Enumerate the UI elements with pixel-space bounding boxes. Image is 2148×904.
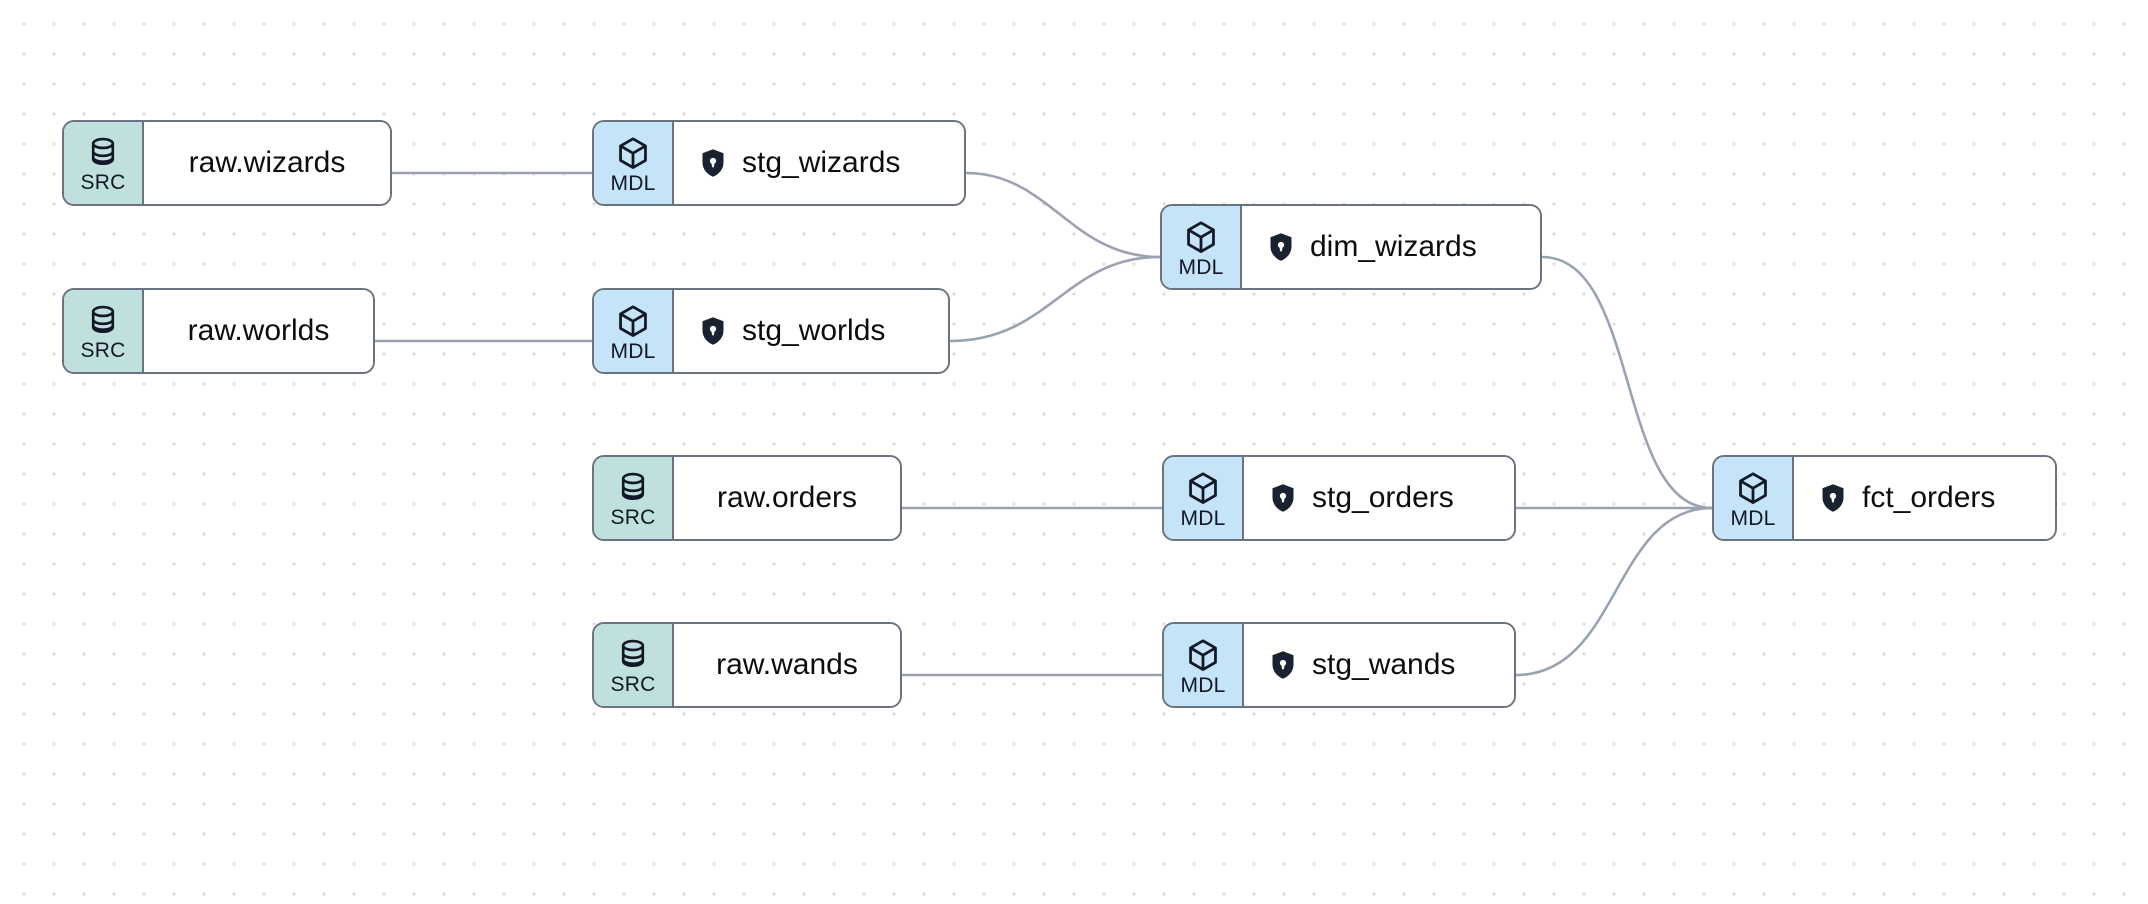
badge-label: MDL (1178, 256, 1224, 279)
source-badge: SRC (594, 624, 674, 706)
badge-label: SRC (610, 506, 656, 529)
model-badge: MDL (1714, 457, 1794, 539)
shield-lock-icon (702, 149, 724, 177)
node-label: stg_wands (1312, 648, 1456, 681)
node-label: stg_worlds (742, 314, 886, 347)
model-badge: MDL (1164, 457, 1244, 539)
cube-icon (619, 137, 647, 169)
source-badge: SRC (64, 290, 144, 372)
node-stg-wands[interactable]: MDL stg_wands (1162, 622, 1516, 708)
edge-stg-wizards-to-dim-wizards (965, 171, 1161, 259)
shield-lock-icon (1270, 233, 1292, 261)
node-stg-orders[interactable]: MDL stg_orders (1162, 455, 1516, 541)
badge-label: SRC (80, 171, 126, 194)
shield-lock-icon (702, 317, 724, 345)
model-badge: MDL (1162, 206, 1242, 288)
node-raw-worlds[interactable]: SRC raw.worlds (62, 288, 375, 374)
cube-icon (1187, 221, 1215, 253)
node-fct-orders[interactable]: MDL fct_orders (1712, 455, 2057, 541)
node-body: raw.worlds (144, 290, 373, 372)
database-icon (621, 639, 645, 667)
node-body: raw.wizards (144, 122, 390, 204)
database-icon (621, 472, 645, 500)
badge-label: SRC (610, 673, 656, 696)
node-label: raw.worlds (187, 314, 330, 347)
cube-icon (1189, 639, 1217, 671)
node-body: raw.orders (674, 457, 900, 539)
node-body: stg_wizards (674, 122, 964, 204)
node-stg-wizards[interactable]: MDL stg_wizards (592, 120, 966, 206)
node-raw-orders[interactable]: SRC raw.orders (592, 455, 902, 541)
edge-stg-wands-to-fct-orders (1515, 506, 1713, 677)
cube-icon (1189, 472, 1217, 504)
badge-label: SRC (80, 339, 126, 362)
node-label: raw.wizards (188, 146, 346, 179)
source-badge: SRC (64, 122, 144, 204)
badge-label: MDL (1180, 507, 1226, 530)
node-body: dim_wizards (1242, 206, 1540, 288)
node-body: stg_wands (1244, 624, 1514, 706)
node-body: raw.wands (674, 624, 900, 706)
node-stg-worlds[interactable]: MDL stg_worlds (592, 288, 950, 374)
shield-lock-icon (1822, 484, 1844, 512)
model-badge: MDL (594, 122, 674, 204)
node-label: raw.orders (716, 481, 858, 514)
badge-label: MDL (1180, 674, 1226, 697)
badge-label: MDL (610, 340, 656, 363)
badge-label: MDL (610, 172, 656, 195)
model-badge: MDL (594, 290, 674, 372)
edge-stg-worlds-to-dim-wizards (949, 255, 1161, 343)
node-body: fct_orders (1794, 457, 2055, 539)
source-badge: SRC (594, 457, 674, 539)
shield-lock-icon (1272, 651, 1294, 679)
node-label: stg_wizards (742, 146, 901, 179)
badge-label: MDL (1730, 507, 1776, 530)
node-label: raw.wands (716, 648, 858, 681)
node-body: stg_orders (1244, 457, 1514, 539)
model-badge: MDL (1164, 624, 1244, 706)
cube-icon (1739, 472, 1767, 504)
edge-dim-wizards-to-fct-orders (1541, 255, 1713, 510)
node-label: stg_orders (1312, 481, 1454, 514)
node-dim-wizards[interactable]: MDL dim_wizards (1160, 204, 1542, 290)
cube-icon (619, 305, 647, 337)
node-raw-wizards[interactable]: SRC raw.wizards (62, 120, 392, 206)
node-label: fct_orders (1862, 481, 1996, 514)
node-raw-wands[interactable]: SRC raw.wands (592, 622, 902, 708)
database-icon (91, 137, 115, 165)
node-body: stg_worlds (674, 290, 948, 372)
database-icon (91, 305, 115, 333)
shield-lock-icon (1272, 484, 1294, 512)
node-label: dim_wizards (1310, 230, 1477, 263)
